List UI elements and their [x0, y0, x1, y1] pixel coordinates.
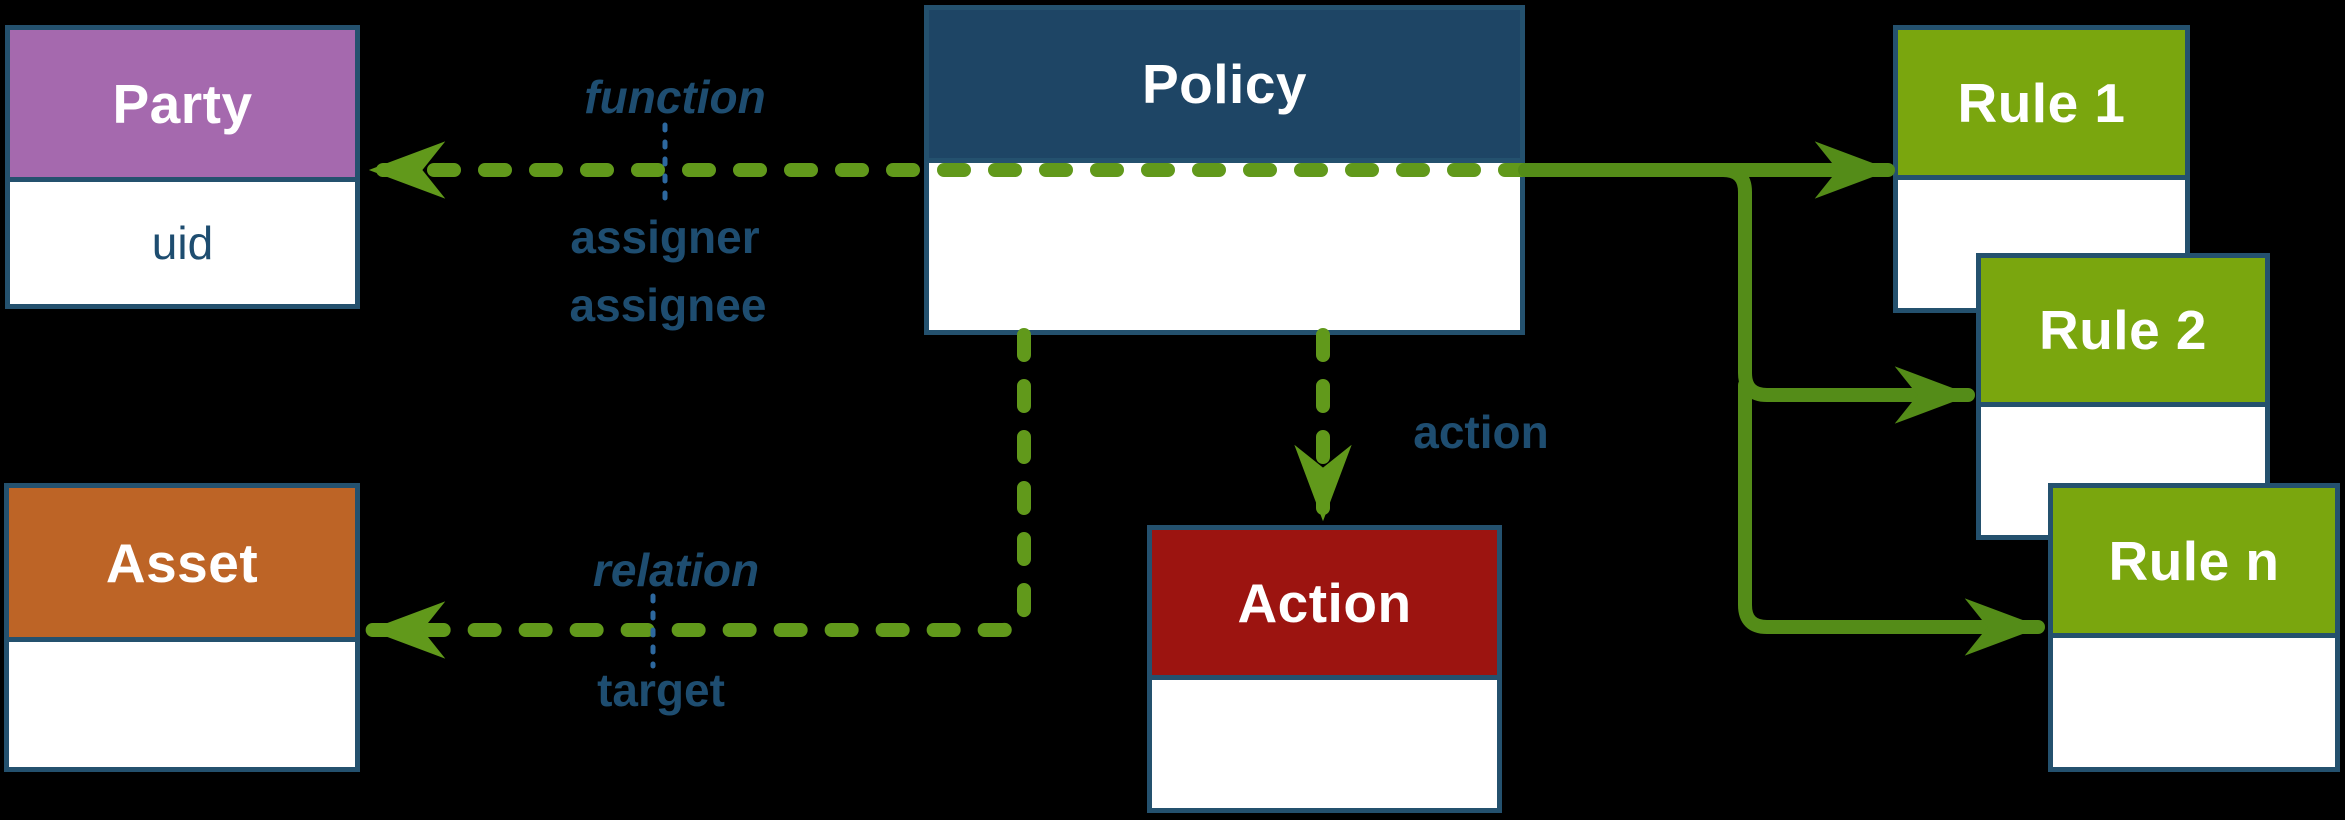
rule2-header: Rule 2 [1981, 258, 2265, 407]
policy-title: Policy [1141, 53, 1308, 115]
function-label: function [584, 71, 766, 123]
rulen-title: Rule n [2108, 529, 2280, 592]
policy-body [929, 163, 1520, 330]
asset-box: Asset [4, 483, 360, 772]
rulen-box: Rule n [2048, 483, 2340, 772]
policy-header: Policy [929, 10, 1520, 163]
action-header: Action [1152, 530, 1497, 680]
party-field-uid: uid [151, 217, 214, 269]
policy-box: Policy [924, 5, 1525, 335]
action-title: Action [1237, 571, 1412, 634]
action-label: action [1413, 406, 1549, 458]
assignee-label: assignee [569, 279, 767, 331]
rulen-body [2053, 638, 2335, 767]
party-header: Party [10, 30, 355, 182]
asset-body [9, 642, 355, 767]
party-body: uid [10, 182, 355, 304]
party-box: Party uid [5, 25, 360, 309]
action-box: Action [1147, 525, 1502, 813]
relation-label: relation [592, 544, 760, 596]
rule1-title: Rule 1 [1957, 71, 2126, 134]
target-label: target [597, 664, 725, 716]
asset-title: Asset [105, 531, 259, 594]
assigner-label: assigner [570, 211, 760, 263]
action-body [1152, 680, 1497, 808]
asset-header: Asset [9, 488, 355, 642]
rulen-header: Rule n [2053, 488, 2335, 638]
rule2-title: Rule 2 [2038, 299, 2208, 361]
party-title: Party [112, 72, 253, 135]
rule1-header: Rule 1 [1898, 30, 2185, 180]
